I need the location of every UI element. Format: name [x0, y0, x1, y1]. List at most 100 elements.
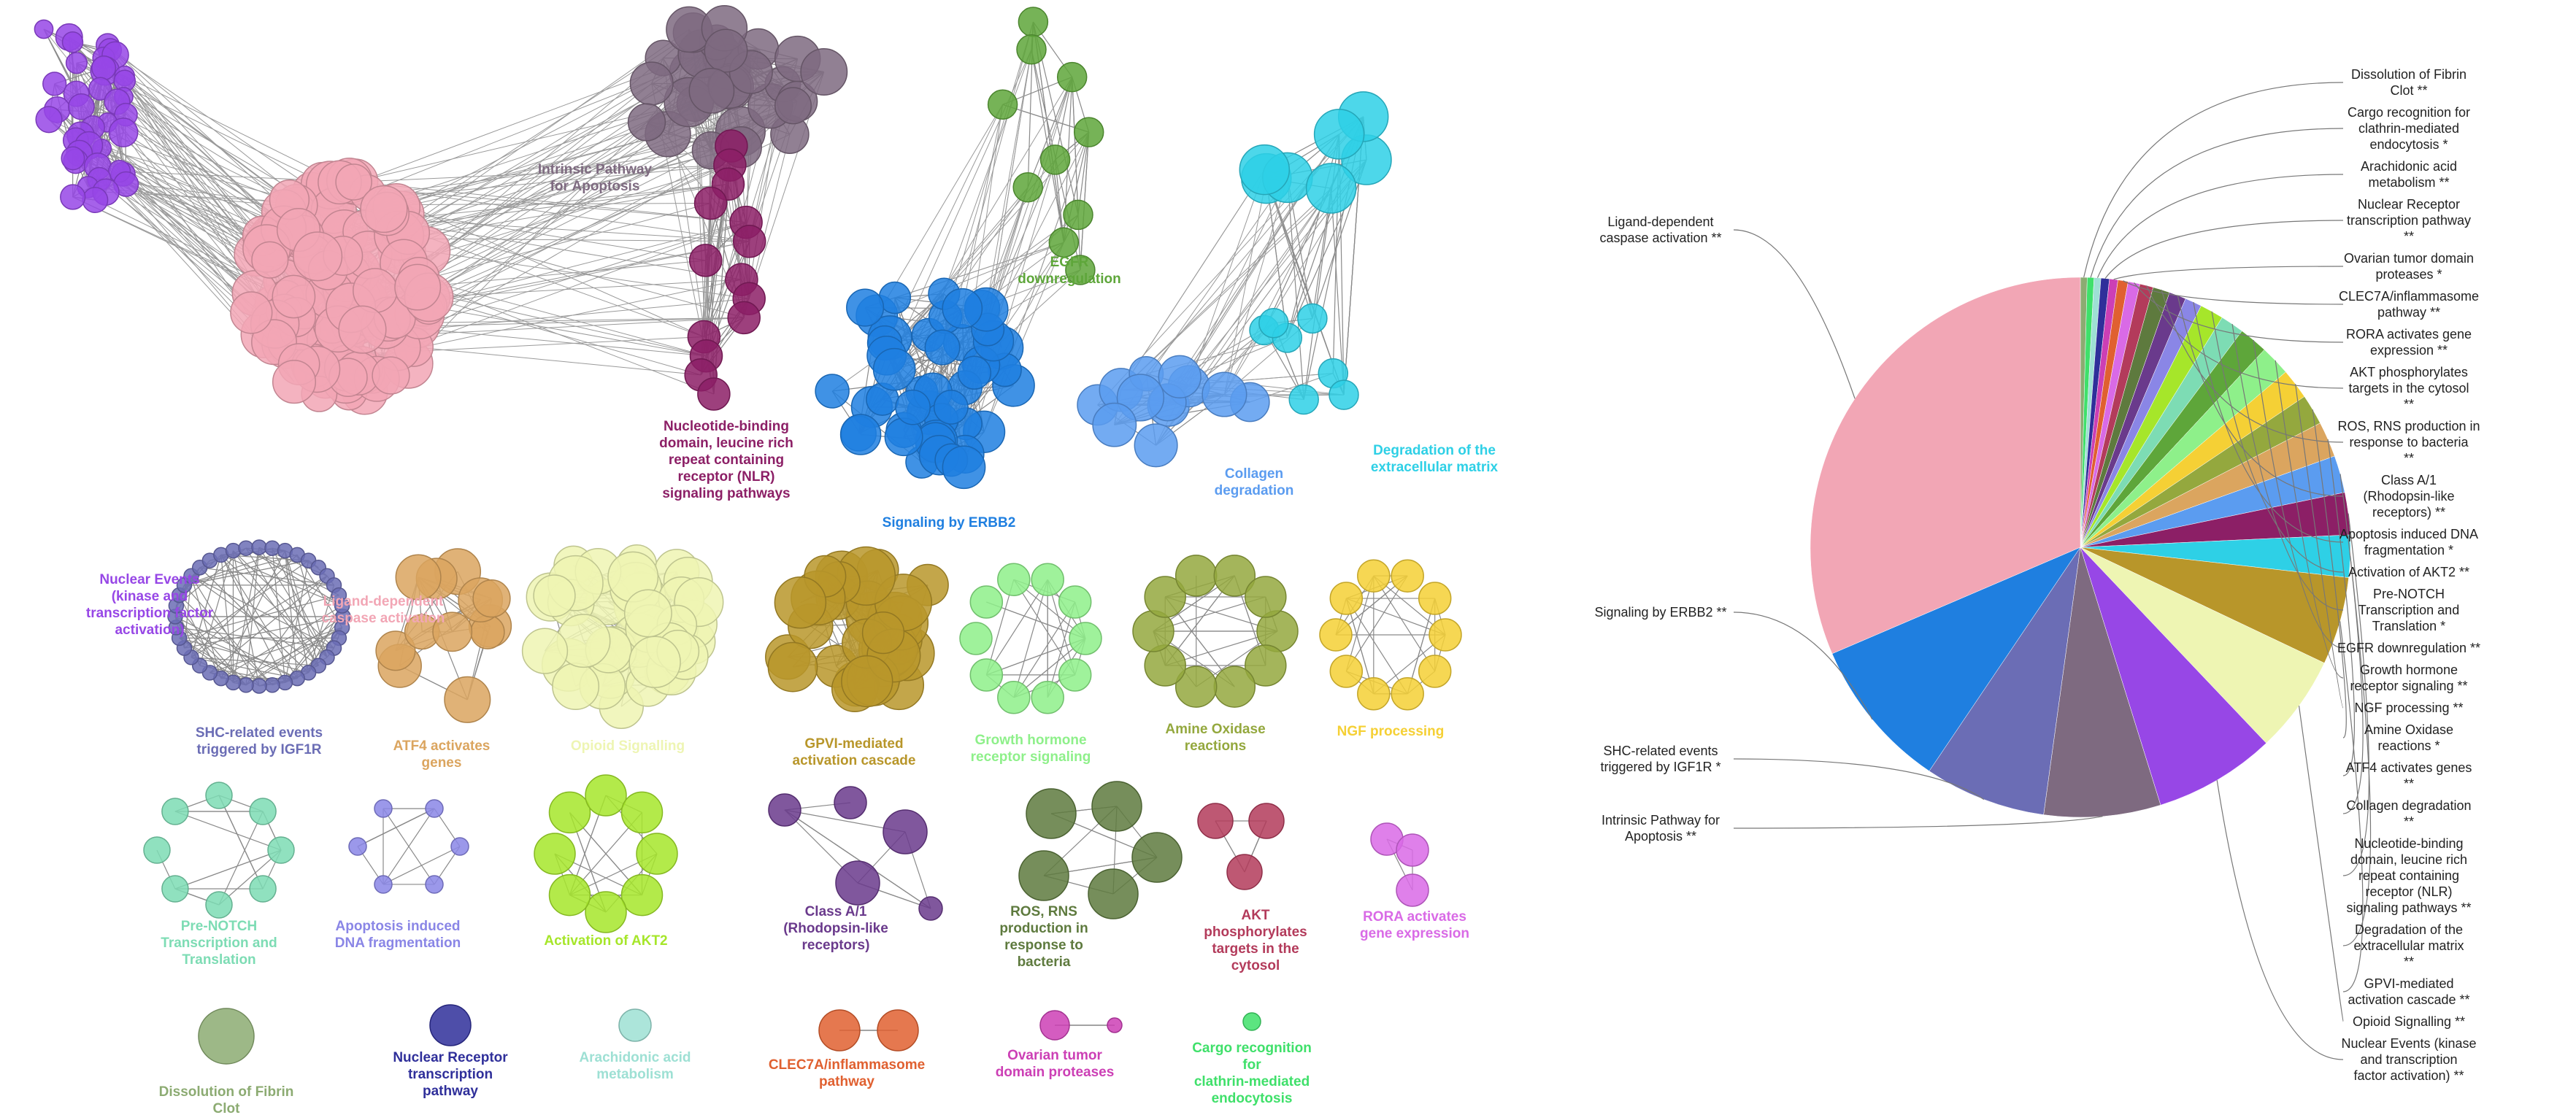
nlr-node[interactable]	[688, 244, 723, 277]
gpvi-node[interactable]	[774, 576, 827, 629]
intrinsic-node[interactable]	[704, 28, 748, 73]
egfr-node[interactable]	[987, 89, 1018, 120]
akt2-node[interactable]	[620, 791, 664, 834]
shc-node[interactable]	[225, 542, 242, 559]
pie-slice[interactable]	[1810, 277, 2081, 655]
shc-node[interactable]	[238, 677, 254, 693]
egfr-node[interactable]	[1016, 34, 1047, 65]
collagen-node[interactable]	[1202, 371, 1247, 417]
egfr-node[interactable]	[1012, 171, 1043, 203]
amine-node[interactable]	[1213, 555, 1256, 597]
ngf-node[interactable]	[1319, 618, 1353, 652]
intrinsic-node[interactable]	[688, 68, 735, 114]
egfr-node[interactable]	[1056, 61, 1088, 93]
ros-node[interactable]	[1026, 788, 1077, 839]
clec7a-node[interactable]	[818, 1009, 861, 1052]
amine-node[interactable]	[1174, 665, 1218, 708]
akt2-node[interactable]	[548, 873, 591, 917]
arachidonic-node[interactable]	[618, 1008, 652, 1042]
nuclear-events-node[interactable]	[61, 146, 85, 171]
nuclear-events-node[interactable]	[68, 93, 95, 120]
ngf-node[interactable]	[1357, 559, 1391, 593]
egfr-node[interactable]	[1048, 227, 1080, 258]
akt-targets-node[interactable]	[1248, 803, 1285, 839]
ovarian-node[interactable]	[1039, 1010, 1070, 1041]
ngf-node[interactable]	[1429, 618, 1462, 652]
shc-node[interactable]	[238, 540, 254, 556]
akt-targets-node[interactable]	[1197, 803, 1234, 839]
ngf-node[interactable]	[1357, 677, 1391, 711]
nuclear-events-node[interactable]	[88, 77, 112, 101]
apoptosis-dna-node[interactable]	[374, 799, 393, 818]
nlr-node[interactable]	[697, 377, 731, 411]
ngf-node[interactable]	[1391, 559, 1424, 593]
pie-slice[interactable]	[2080, 547, 2325, 744]
egfr-node[interactable]	[1039, 144, 1071, 175]
ligand-node[interactable]	[251, 241, 289, 279]
atf4-node[interactable]	[395, 554, 442, 601]
opioid-node[interactable]	[552, 663, 600, 711]
intrinsic-node[interactable]	[627, 103, 666, 142]
amine-node[interactable]	[1245, 644, 1287, 687]
akt2-node[interactable]	[585, 774, 627, 817]
akt2-node[interactable]	[534, 833, 576, 875]
ecm-node[interactable]	[1239, 144, 1291, 196]
gh-node[interactable]	[997, 563, 1031, 596]
akt2-node[interactable]	[585, 891, 627, 933]
erbb2-node[interactable]	[933, 390, 969, 425]
egfr-node[interactable]	[1065, 255, 1096, 285]
apoptosis-dna-node[interactable]	[348, 837, 367, 856]
erbb2-node[interactable]	[815, 374, 850, 409]
gh-node[interactable]	[959, 622, 993, 655]
pie-slice[interactable]	[2080, 547, 2267, 806]
nuclear-events-node[interactable]	[61, 31, 84, 53]
nuclear-events-node[interactable]	[91, 55, 117, 81]
ligand-node[interactable]	[230, 291, 273, 334]
gh-node[interactable]	[1031, 681, 1064, 714]
amine-node[interactable]	[1174, 555, 1218, 597]
collagen-node[interactable]	[1092, 402, 1137, 447]
prenotch-node[interactable]	[161, 798, 189, 825]
prenotch-node[interactable]	[267, 836, 295, 864]
egfr-node[interactable]	[1073, 117, 1104, 147]
gh-node[interactable]	[969, 585, 1004, 619]
ecm-node[interactable]	[1297, 303, 1328, 334]
akt2-node[interactable]	[620, 873, 664, 917]
nuclear-events-node[interactable]	[35, 106, 63, 134]
cargo-node[interactable]	[1242, 1012, 1261, 1031]
opioid-node[interactable]	[623, 589, 672, 638]
amine-node[interactable]	[1245, 576, 1287, 618]
akt-targets-node[interactable]	[1226, 854, 1263, 890]
ecm-node[interactable]	[1258, 308, 1289, 339]
erbb2-node[interactable]	[846, 288, 885, 327]
ngf-node[interactable]	[1329, 655, 1364, 688]
ligand-node[interactable]	[272, 360, 317, 404]
akt2-node[interactable]	[548, 791, 591, 834]
fibrin-node[interactable]	[198, 1008, 255, 1065]
gh-node[interactable]	[1031, 563, 1064, 596]
clec7a-node[interactable]	[877, 1009, 919, 1052]
ligand-node[interactable]	[338, 305, 387, 354]
ros-node[interactable]	[1131, 832, 1183, 883]
akt2-node[interactable]	[636, 833, 678, 875]
shc-node[interactable]	[264, 540, 280, 556]
prenotch-node[interactable]	[143, 836, 171, 864]
gh-node[interactable]	[1058, 585, 1092, 619]
shc-node[interactable]	[334, 598, 350, 614]
collagen-node[interactable]	[1134, 423, 1178, 468]
prenotch-node[interactable]	[205, 782, 233, 809]
nuclear-events-node[interactable]	[82, 187, 109, 214]
pie-slice[interactable]	[2043, 547, 2161, 818]
ligand-node[interactable]	[272, 274, 316, 319]
nlr-node[interactable]	[727, 301, 761, 335]
atf4-node[interactable]	[444, 676, 491, 723]
apoptosis-dna-node[interactable]	[374, 875, 393, 894]
class-a1-node[interactable]	[883, 809, 928, 854]
ecm-node[interactable]	[1288, 384, 1319, 415]
ngf-node[interactable]	[1418, 582, 1452, 615]
atf4-node[interactable]	[432, 611, 473, 652]
amine-node[interactable]	[1144, 576, 1186, 618]
ovarian-node[interactable]	[1107, 1017, 1123, 1033]
erbb2-node[interactable]	[942, 445, 986, 490]
erbb2-node[interactable]	[839, 414, 882, 455]
